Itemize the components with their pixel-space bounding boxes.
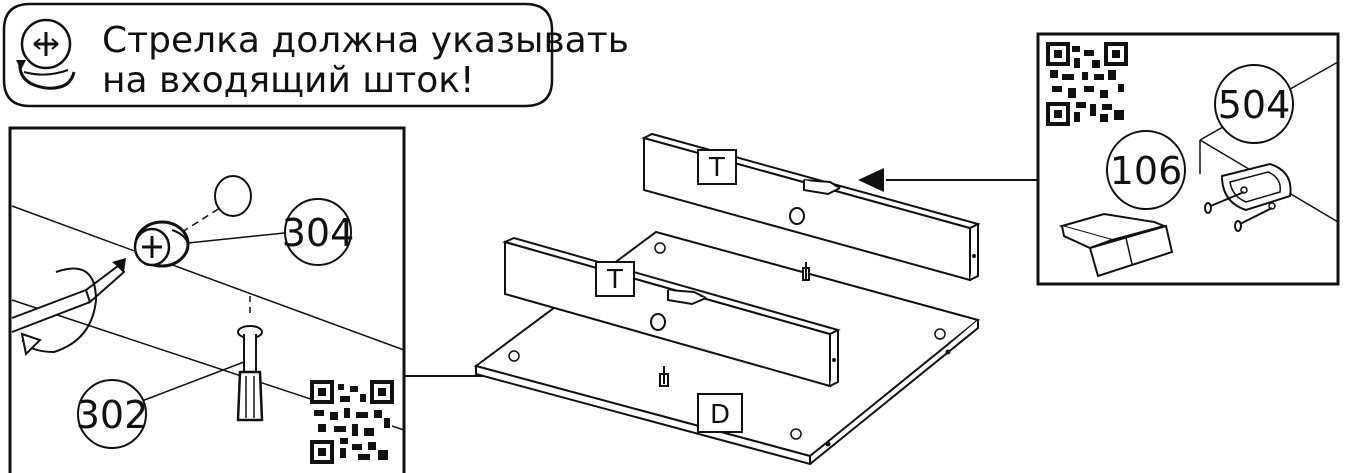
cam-lock-part — [133, 220, 190, 268]
part-number-504: 504 — [1218, 83, 1291, 127]
right-detail-box: 504 106 — [1036, 32, 1340, 286]
warning-callout: Стрелка должна указывать на входящий што… — [2, 2, 629, 108]
warning-line-2: на входящий шток! — [102, 60, 474, 101]
label-back-rail: T — [708, 153, 725, 183]
part-number-302: 302 — [76, 393, 149, 437]
label-bottom-panel: D — [710, 400, 730, 430]
qr-code-icon — [310, 380, 394, 464]
arrow-to-back-rail — [858, 168, 884, 192]
back-rail: T — [641, 132, 981, 282]
cam-lock-rotation-icon — [16, 18, 76, 90]
part-number-304: 304 — [282, 211, 355, 255]
cover-cap — [214, 175, 252, 217]
left-detail-box: 304 302 — [8, 126, 406, 473]
screwdriver — [11, 258, 126, 357]
warning-line-1: Стрелка должна указывать — [102, 20, 629, 61]
front-rail: T — [502, 236, 841, 388]
qr-code-icon — [1046, 42, 1128, 126]
label-front-rail: T — [606, 265, 623, 295]
part-number-106: 106 — [1110, 149, 1183, 193]
dowel-part — [236, 325, 264, 422]
